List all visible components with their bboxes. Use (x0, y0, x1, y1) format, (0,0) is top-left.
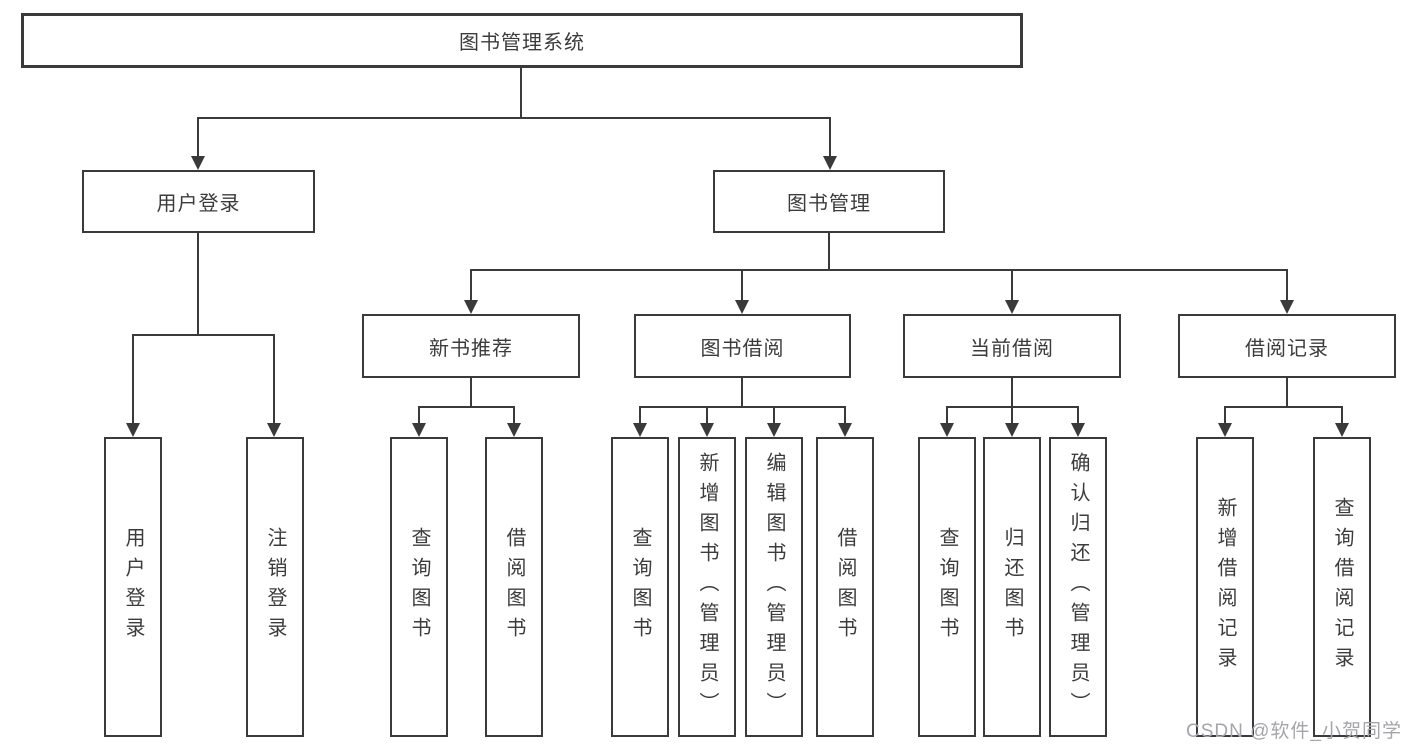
node-new-book-recommend: 新书推荐 (362, 314, 580, 378)
node-label: 借阅记录 (1245, 337, 1329, 360)
leaf-label: 查询图书 (936, 527, 958, 647)
leaf-borrow-books-1: 借阅图书 (485, 437, 543, 737)
arrow-to-leaf-user-login (126, 334, 140, 437)
arrow-to-leaf-return-book (1005, 406, 1019, 437)
arrow-to-leaf-query-books-2 (633, 406, 647, 437)
connector-book-management-stem (828, 233, 830, 271)
leaf-label: 注销登录 (264, 527, 286, 647)
node-user-login: 用户登录 (82, 170, 315, 233)
connector-current-borrow-hline (947, 406, 1079, 408)
leaf-label: 用户登录 (122, 527, 144, 647)
node-label: 图书管理系统 (459, 32, 585, 54)
leaf-label: 新增图书（管理员） (696, 452, 718, 722)
connector-new-book-stem (470, 378, 472, 408)
leaf-label: 借阅图书 (834, 527, 856, 647)
leaf-label: 借阅图书 (503, 527, 525, 647)
node-library-management-system: 图书管理系统 (21, 13, 1023, 68)
leaf-query-books-2: 查询图书 (611, 437, 669, 737)
node-label: 图书借阅 (700, 337, 785, 360)
leaf-user-login: 用户登录 (104, 437, 162, 737)
arrow-to-book-borrow (735, 269, 749, 314)
connector-borrow-record-hline (1225, 406, 1343, 408)
leaf-add-borrow-record: 新增借阅记录 (1196, 437, 1254, 737)
node-book-borrow: 图书借阅 (634, 314, 851, 378)
leaf-logout: 注销登录 (246, 437, 304, 737)
node-label: 用户登录 (156, 193, 241, 215)
leaf-label: 查询借阅记录 (1331, 497, 1353, 677)
node-borrow-record: 借阅记录 (1178, 314, 1396, 378)
node-label: 新书推荐 (429, 337, 513, 360)
arrow-to-book-management (823, 117, 837, 170)
connector-current-borrow-stem (1011, 378, 1013, 408)
leaf-label: 查询图书 (408, 527, 430, 647)
arrow-to-leaf-borrow-books-2 (838, 406, 852, 437)
node-label: 图书管理 (787, 193, 871, 215)
arrow-to-leaf-borrow-books-1 (507, 406, 521, 437)
arrow-to-new-book-recommend (464, 269, 478, 314)
arrow-to-leaf-query-books-1 (412, 406, 426, 437)
arrow-to-borrow-record (1280, 269, 1294, 314)
connector-borrow-record-stem (1286, 378, 1288, 408)
leaf-query-borrow-record: 查询借阅记录 (1313, 437, 1371, 737)
arrow-to-leaf-confirm-return (1071, 406, 1085, 437)
connector-root-stem (520, 68, 522, 118)
arrow-to-current-borrow (1005, 269, 1019, 314)
connector-book-borrow-stem (741, 378, 743, 408)
leaf-return-book: 归还图书 (983, 437, 1041, 737)
arrow-to-leaf-query-borrow-record (1335, 406, 1349, 437)
leaf-edit-book-admin: 编辑图书（管理员） (745, 437, 803, 737)
node-book-management: 图书管理 (713, 170, 945, 233)
connector-book-borrow-hline (640, 406, 846, 408)
connector-root-hline (197, 117, 831, 119)
leaf-label: 编辑图书（管理员） (763, 452, 785, 722)
arrow-to-leaf-logout (267, 334, 281, 437)
arrow-to-leaf-query-books-3 (940, 406, 954, 437)
leaf-label: 查询图书 (629, 527, 651, 647)
leaf-query-books-1: 查询图书 (390, 437, 448, 737)
leaf-label: 确认归还（管理员） (1067, 452, 1089, 722)
arrow-to-leaf-add-borrow-record (1218, 406, 1232, 437)
arrow-to-user-login (191, 117, 205, 170)
leaf-add-book-admin: 新增图书（管理员） (678, 437, 736, 737)
connector-book-management-hline (471, 269, 1288, 271)
csdn-watermark: CSDN @软件_小贺同学 (1186, 721, 1402, 742)
connector-user-login-stem (197, 233, 199, 336)
arrow-to-leaf-edit-book (767, 406, 781, 437)
arrow-to-leaf-add-book (700, 406, 714, 437)
leaf-label: 新增借阅记录 (1214, 497, 1236, 677)
node-current-borrow: 当前借阅 (903, 314, 1121, 378)
node-label: 当前借阅 (970, 337, 1054, 360)
leaf-query-books-3: 查询图书 (918, 437, 976, 737)
connector-new-book-hline (419, 406, 515, 408)
leaf-label: 归还图书 (1001, 527, 1023, 647)
leaf-confirm-return-admin: 确认归还（管理员） (1049, 437, 1107, 737)
leaf-borrow-books-2: 借阅图书 (816, 437, 874, 737)
connector-user-login-hline (133, 334, 275, 336)
